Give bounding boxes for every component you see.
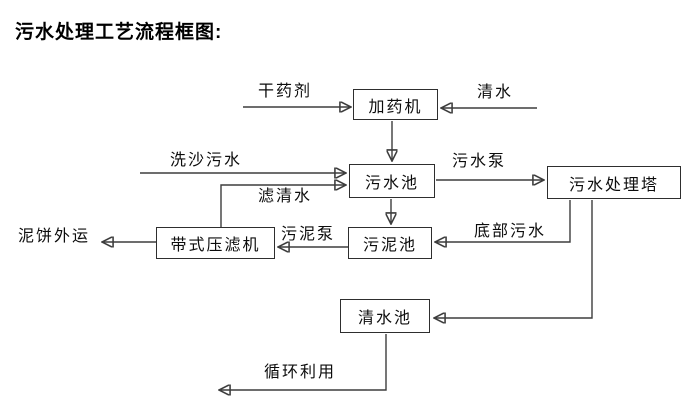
- arrow-filtered-water-to-sewage-pool: [220, 185, 345, 227]
- node-sewage-pool: 污水池: [349, 164, 435, 198]
- node-treatment-tower: 污水处理塔: [547, 166, 681, 199]
- flow-label-dry-chemical: 干药剂: [258, 83, 313, 100]
- arrow-bottom-sewage-to-sludge-pool: [436, 200, 571, 242]
- node-dosing-machine: 加药机: [353, 89, 438, 120]
- flow-label-filtered-water: 滤清水: [258, 188, 313, 205]
- flow-label-sludge-pump: 污泥泵: [281, 226, 336, 243]
- flow-label-sewage-pump: 污水泵: [452, 153, 507, 170]
- flow-label-clean-water: 清水: [477, 84, 514, 101]
- arrow-tower-to-clean-water-pool: [435, 200, 593, 318]
- node-clean-water-pool: 清水池: [340, 299, 430, 333]
- page-title: 污水处理工艺流程框图:: [15, 22, 223, 43]
- flow-label-mud-cake-shipping: 泥饼外运: [18, 228, 91, 245]
- flow-label-sand-washing-sewage: 洗沙污水: [170, 152, 243, 169]
- flow-label-recycling: 循环利用: [264, 364, 337, 381]
- flow-label-bottom-sewage: 底部污水: [474, 223, 547, 240]
- arrow-recycling-out: [220, 334, 387, 390]
- node-belt-filter-press: 带式压滤机: [156, 227, 275, 259]
- node-sludge-pool: 污泥池: [348, 227, 432, 259]
